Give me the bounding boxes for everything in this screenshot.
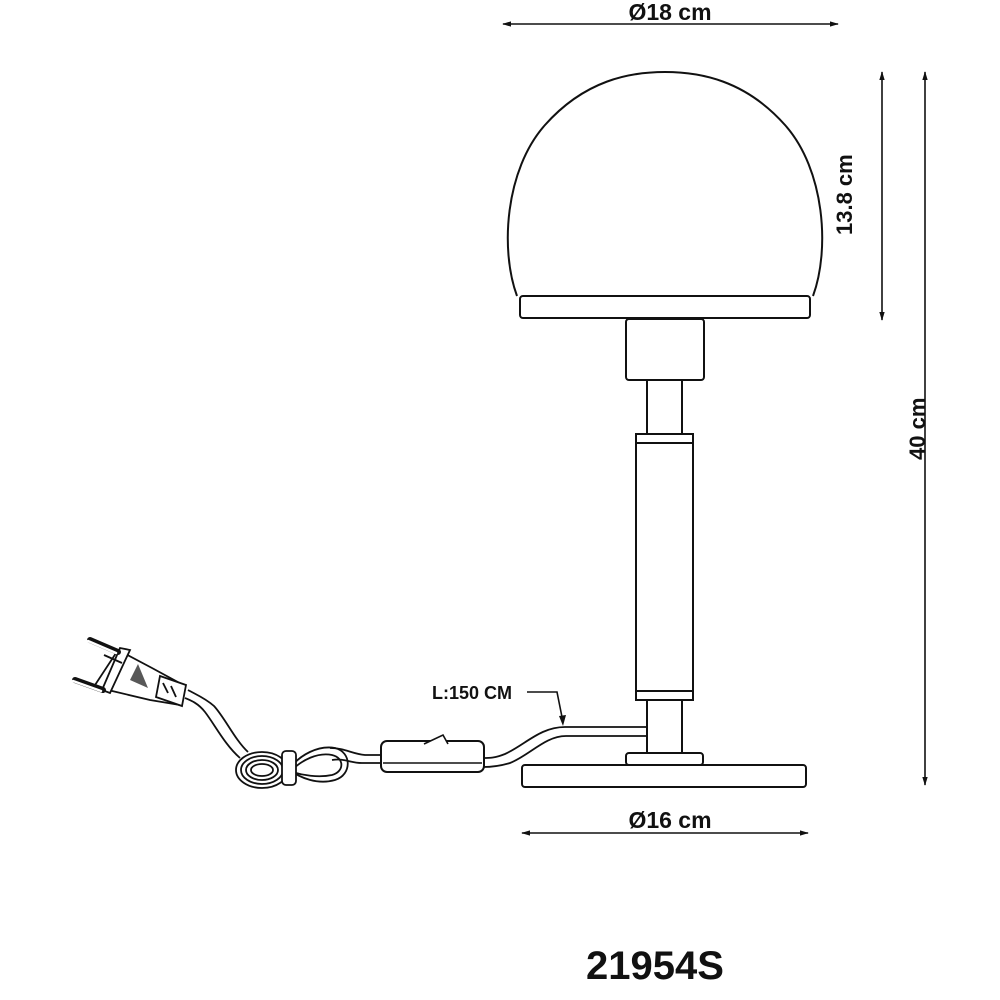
- shade-rim: [519, 295, 811, 319]
- glass-dome-shade: [506, 70, 824, 297]
- euro-plug: [71, 637, 188, 708]
- base-plate: [521, 764, 807, 788]
- lower-stem: [646, 699, 683, 754]
- shade-height-label: 13.8 cm: [832, 154, 857, 235]
- base-diameter-label: Ø16 cm: [628, 807, 712, 833]
- socket-holder: [625, 318, 705, 381]
- upper-stem: [646, 379, 683, 435]
- power-cord-plug-side: [184, 697, 241, 759]
- base-collar: [625, 752, 704, 766]
- inline-switch: [380, 740, 485, 773]
- shade-diameter-label: Ø18 cm: [628, 0, 712, 25]
- switch-rocker: [423, 733, 449, 745]
- stem-tube: [635, 433, 694, 701]
- power-cord-upper: [482, 726, 647, 759]
- total-height-label: 40 cm: [905, 397, 930, 460]
- cord-length-label: L:150 CM: [432, 683, 513, 703]
- cord-label-leader: [527, 691, 564, 723]
- power-cord-lower: [482, 735, 647, 768]
- model-number: 21954S: [586, 944, 724, 988]
- coiled-cord: [235, 746, 349, 789]
